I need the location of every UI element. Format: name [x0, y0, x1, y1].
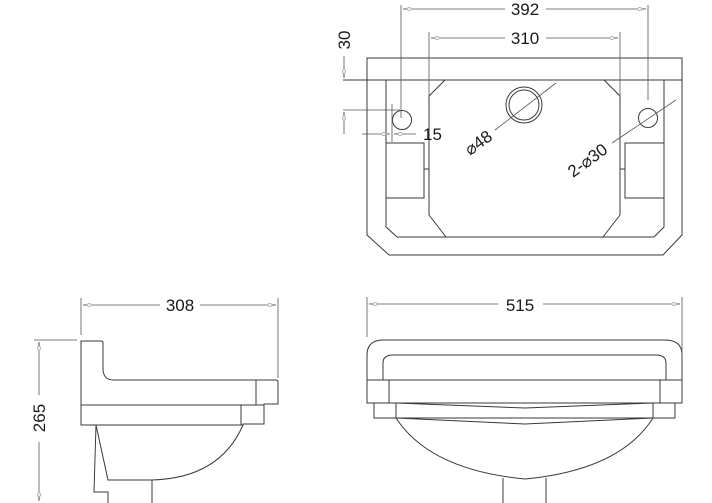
front-top-outline [366, 339, 683, 380]
dim-30: 30 [335, 31, 354, 50]
dim-265: 265 [30, 404, 49, 432]
inner-frame [385, 80, 665, 238]
top-view: 392 310 30 15 ⌀48 2-⌀30 [335, 0, 683, 256]
side-view: 308 265 [30, 296, 279, 503]
dim-515: 515 [506, 296, 534, 315]
right-tap-hole-icon [638, 108, 658, 128]
side-bracket [93, 424, 109, 503]
bowl-outline [428, 79, 621, 238]
front-bowl [395, 417, 654, 480]
top-outer-outline [366, 57, 683, 256]
dim-310: 310 [511, 29, 539, 48]
waste-hole-outer-icon [505, 86, 543, 124]
left-tap-hole-icon [392, 110, 412, 130]
front-view: 515 [366, 296, 683, 503]
side-outline [80, 340, 279, 426]
front-rim-band [366, 379, 683, 404]
dim-392: 392 [511, 0, 539, 19]
side-bowl [95, 424, 244, 481]
dim-308: 308 [166, 296, 194, 315]
right-recess [620, 142, 664, 199]
dim-tap-holes: 2-⌀30 [564, 140, 611, 181]
left-recess [386, 142, 429, 199]
dim-15: 15 [423, 125, 442, 144]
dim-waste-48: ⌀48 [461, 127, 496, 160]
waste-hole-inner-icon [508, 89, 540, 121]
front-back-rim [382, 354, 667, 380]
